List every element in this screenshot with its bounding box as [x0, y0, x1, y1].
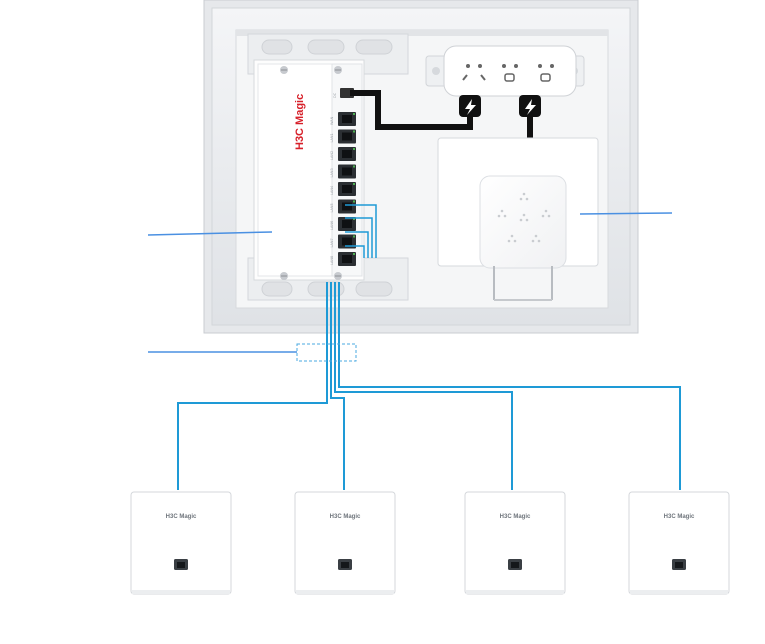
ap-brand-label: H3C Magic	[500, 514, 531, 520]
router-brand-label: H3C Magic	[294, 94, 306, 150]
port-label: LAN3	[330, 168, 334, 177]
ap-brand-label: H3C Magic	[166, 514, 197, 520]
power-strip	[425, 45, 585, 97]
access-point: H3C Magic	[464, 491, 566, 595]
rj45-port-icon	[338, 147, 356, 161]
power-port-label: DC	[333, 92, 337, 98]
access-point: H3C Magic	[130, 491, 232, 595]
rj45-port-icon	[338, 129, 356, 144]
lan-patch-cables	[345, 204, 377, 258]
rj45-port-icon	[174, 559, 188, 570]
rj45-port-icon	[338, 252, 356, 266]
rj45-port-icon	[338, 112, 356, 126]
port-label: LAN2	[330, 151, 334, 160]
access-points: H3C Magic H3C Magic H3C Magic H3C Magic	[130, 491, 730, 595]
plug-icon	[459, 95, 541, 117]
port-label: WAN	[330, 116, 334, 125]
rj45-port-icon	[672, 559, 686, 570]
rj45-port-icon	[338, 559, 352, 570]
router-ports	[338, 112, 356, 266]
access-point: H3C Magic	[294, 491, 396, 595]
ap-brand-label: H3C Magic	[664, 514, 695, 520]
port-label: LAN6	[330, 221, 334, 230]
port-label: LAN8	[330, 256, 334, 265]
rj45-port-icon	[338, 234, 356, 249]
port-label: LAN4	[330, 185, 334, 195]
port-label: LAN7	[330, 238, 334, 247]
ap-brand-label: H3C Magic	[330, 514, 361, 520]
access-point: H3C Magic	[628, 491, 730, 595]
callout-line-router	[147, 231, 273, 236]
port-label: LAN1	[330, 133, 334, 142]
rj45-port-icon	[338, 182, 356, 196]
callouts	[147, 212, 673, 362]
ap-cables	[177, 282, 681, 490]
rj45-port-icon	[338, 199, 356, 214]
port-label: LAN5	[330, 203, 334, 212]
power-cables	[350, 90, 541, 140]
outlet-icon	[462, 64, 554, 82]
router-unit: H3C Magic WAN LAN1LAN2LAN3LAN4LAN5LAN6LAN…	[253, 59, 365, 281]
vent-holes-icon	[497, 192, 551, 243]
rj45-port-icon	[508, 559, 522, 570]
callout-line-module	[579, 212, 673, 215]
controller-module	[437, 137, 599, 301]
screw-icon	[280, 66, 342, 280]
callout-box-cables	[296, 343, 357, 362]
rj45-port-icon	[338, 164, 356, 179]
rj45-port-icon	[338, 217, 356, 231]
